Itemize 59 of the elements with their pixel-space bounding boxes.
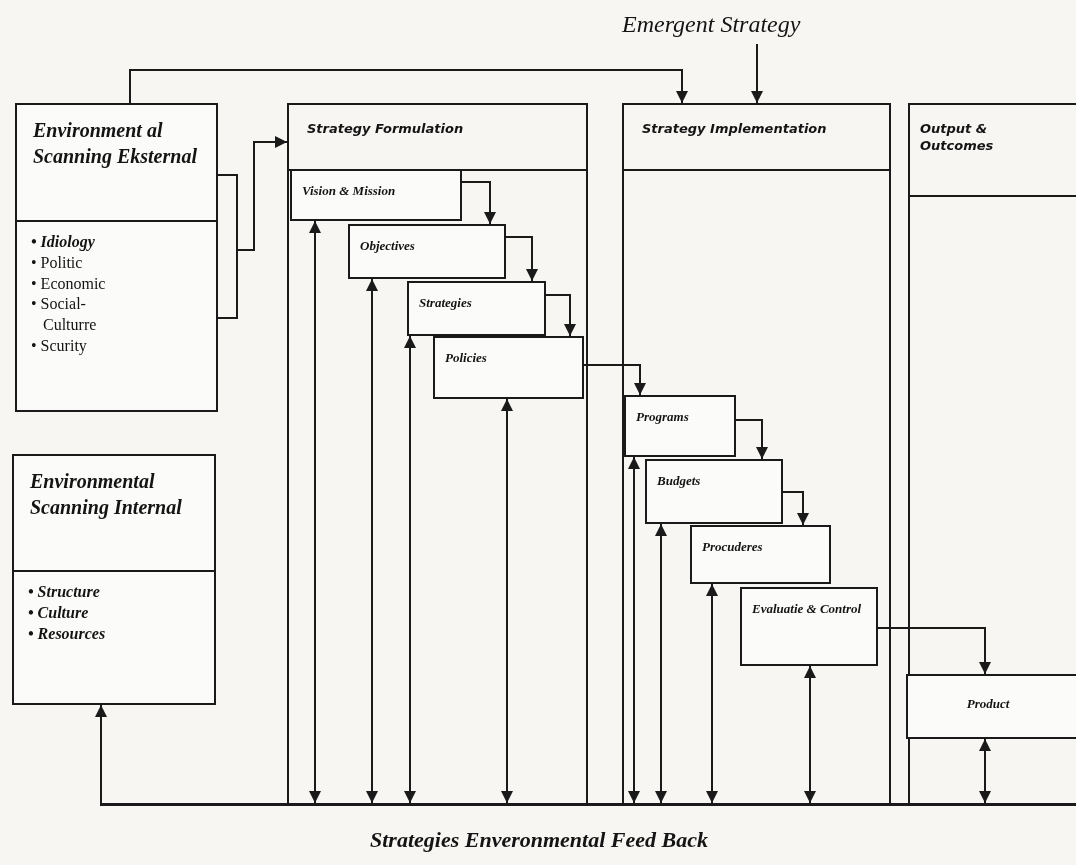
arrow: [545, 294, 576, 337]
emergent-strategy-label: Emergent Strategy: [622, 10, 872, 44]
scanning-box: [15, 103, 218, 412]
stage-column: [622, 103, 891, 805]
list-item: • Social- Culturre: [31, 294, 98, 336]
process-box: [290, 169, 462, 221]
process-box: [690, 525, 831, 584]
arrow: [505, 236, 538, 282]
box-heading: Environmental Scanning Internal: [30, 469, 183, 520]
arrow: [95, 704, 107, 804]
feedback-line: [100, 803, 1076, 806]
list-item: • Resources: [28, 623, 107, 644]
box-label: Vision & Mission: [302, 183, 396, 200]
scanning-box: [12, 454, 216, 705]
list-item: • Culture: [28, 602, 90, 623]
list-item: • Politic: [31, 252, 84, 273]
column-heading: Strategy Implementation: [642, 121, 827, 138]
arrow: [501, 398, 513, 804]
process-box: [624, 395, 736, 457]
arrow: [217, 136, 288, 251]
box-heading: Environment al Scanning Eksternal: [33, 118, 198, 169]
box-label: Programs: [636, 409, 689, 426]
arrow: [583, 364, 646, 396]
arrow: [877, 627, 991, 675]
column-heading: Output & Outcomes: [920, 121, 995, 155]
column-heading: Strategy Formulation: [307, 121, 464, 138]
box-label: Budgets: [657, 473, 701, 490]
stage-column: [287, 103, 588, 805]
box-label: Procuderes: [702, 539, 763, 556]
arrow: [804, 665, 816, 804]
process-box: [906, 674, 1076, 739]
arrow: [655, 523, 667, 804]
list-item: • Scurity: [31, 336, 88, 357]
list-item: • Idiology: [31, 232, 96, 253]
arrow: [404, 335, 416, 804]
stage-column: [908, 103, 1076, 805]
list-item: • Economic: [31, 273, 107, 294]
arrow: [628, 456, 640, 804]
process-box: [645, 459, 783, 524]
box-label: Policies: [445, 350, 487, 367]
list-item: • Structure: [28, 582, 101, 602]
arrow: [782, 491, 809, 526]
feedback-label: Strategies Enveronmental Feed Back: [370, 827, 708, 854]
process-box: [348, 224, 506, 279]
arrow: [706, 583, 718, 804]
box-label: Strategies: [419, 295, 472, 312]
arrow: [735, 419, 768, 460]
box-label: Objectives: [360, 238, 415, 255]
arrow: [129, 69, 688, 104]
box-label: Product: [965, 696, 1011, 713]
process-box: [407, 281, 546, 336]
process-box: [740, 587, 878, 666]
arrow: [309, 220, 321, 804]
arrow: [366, 278, 378, 804]
arrow: [751, 43, 763, 104]
process-box: [433, 336, 584, 399]
box-label: Evaluatie & Control: [752, 601, 862, 618]
arrow: [979, 738, 991, 804]
arrow: [461, 181, 496, 225]
